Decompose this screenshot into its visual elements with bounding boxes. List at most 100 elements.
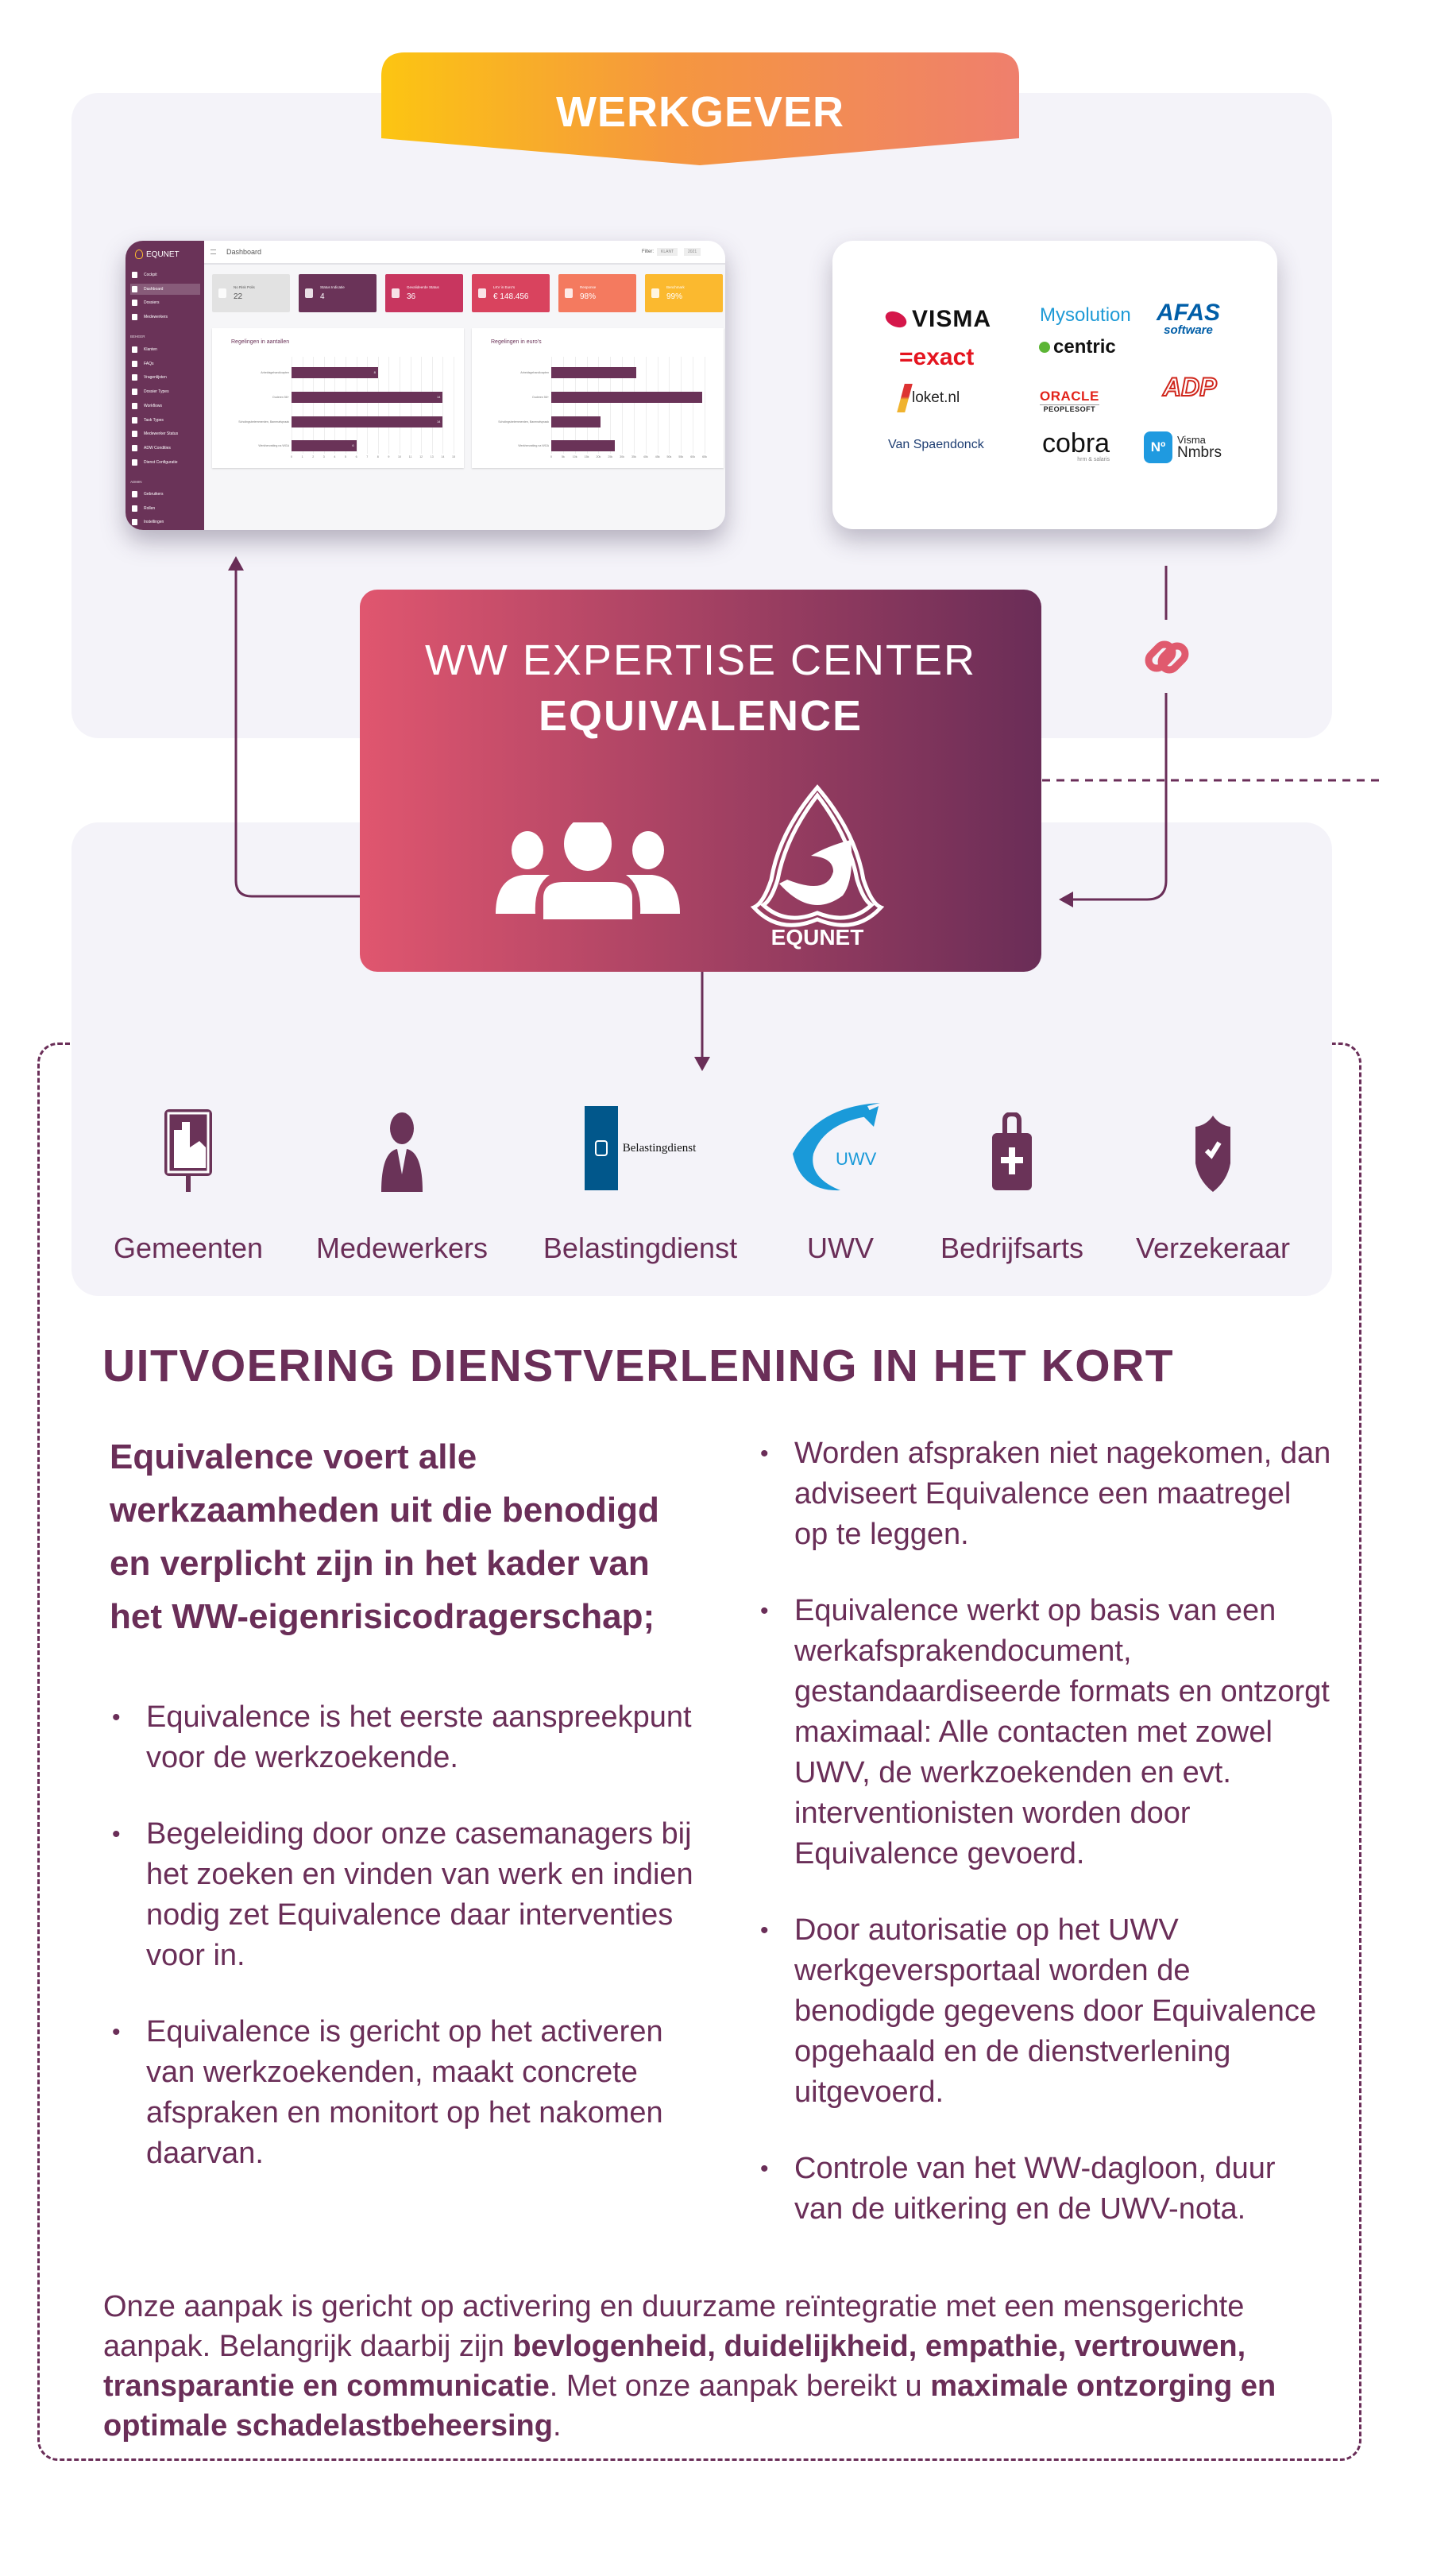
chart-tick-label: 35k bbox=[631, 455, 636, 458]
chart-gridline bbox=[313, 357, 315, 454]
kpi-label: Benchmark bbox=[666, 285, 685, 289]
chart-bar: 8 bbox=[292, 367, 378, 378]
filter-label: Filter: bbox=[642, 250, 654, 254]
medical-kit-icon bbox=[992, 1112, 1032, 1190]
sidebar-item-dashboard[interactable]: Dashboard bbox=[130, 283, 200, 295]
menu-icon bbox=[132, 505, 137, 512]
chart-bar: 14 bbox=[292, 416, 443, 427]
arrow-left-icon bbox=[1059, 892, 1073, 907]
chart-bar: 6 bbox=[292, 440, 357, 451]
menu-icon bbox=[132, 402, 137, 409]
chart-tick-label: 2 bbox=[312, 455, 315, 458]
menu-icon bbox=[132, 416, 137, 424]
expertise-center-name: EQUIVALENCE bbox=[538, 692, 863, 740]
chart-category-label: Arbeidsgehandicapten bbox=[261, 371, 289, 374]
kpi-icon bbox=[565, 288, 573, 298]
chart-gridline bbox=[610, 357, 612, 454]
sidebar-item-label: Workflows bbox=[144, 403, 162, 408]
chart-tick-label: 30k bbox=[620, 455, 624, 458]
sidebar-item-medewerker-status[interactable]: Medewerker Status bbox=[130, 428, 200, 439]
stakeholder-uwv: UWV UWV bbox=[737, 1103, 944, 1265]
chart-gridline bbox=[367, 357, 369, 454]
dashboard-title: Dashboard bbox=[226, 248, 262, 256]
belastingdienst-logo-icon bbox=[584, 1106, 618, 1190]
equnet-logo-text: EQUNET bbox=[770, 925, 864, 950]
sidebar-item-dienst-configuratie[interactable]: Dienst Configuratie bbox=[130, 457, 200, 468]
chart-tick-label: 25k bbox=[608, 455, 613, 458]
hamburger-icon[interactable] bbox=[210, 250, 216, 254]
arrow-down-icon bbox=[694, 1057, 710, 1071]
chart-tick-label: 15k bbox=[584, 455, 589, 458]
menu-icon bbox=[132, 491, 137, 497]
logo-centric: centric bbox=[1039, 336, 1116, 358]
sidebar-section-admin: ADMIN bbox=[130, 480, 142, 484]
chart-tick-label: 50k bbox=[666, 455, 672, 458]
visma-swoosh-icon bbox=[882, 308, 910, 331]
sidebar-item-klanten[interactable]: Klanten bbox=[130, 344, 200, 355]
sidebar-item-rollen[interactable]: Rollen bbox=[130, 503, 200, 514]
closing-paragraph: Onze aanpak is gericht op activering en … bbox=[103, 2290, 1276, 2443]
chart-gridline bbox=[421, 357, 423, 454]
chart-gridline bbox=[334, 357, 336, 454]
sidebar-item-cockpit[interactable]: Cockpit bbox=[130, 269, 200, 280]
chart-tick-label: 7 bbox=[366, 455, 369, 458]
chart-bar bbox=[551, 440, 616, 451]
bullet-item: Equivalence werkt op basis van een werka… bbox=[760, 1591, 1332, 1874]
filter-year[interactable]: 2021 bbox=[684, 248, 701, 256]
kpi-icon bbox=[651, 288, 659, 298]
chart-category-label: Werkhervatting na WGA bbox=[258, 444, 289, 447]
bullet-item: Equivalence is het eerste aanspreekpunt … bbox=[112, 1697, 700, 1778]
sidebar-item-label: Medewerker Status bbox=[144, 431, 179, 437]
chart-tick-label: 65k bbox=[702, 455, 707, 458]
sidebar-item-vragenlijsten[interactable]: Vragenlijsten bbox=[130, 372, 200, 383]
chart-tick-label: 5k bbox=[561, 455, 565, 458]
sidebar-item-label: Instellingen bbox=[144, 520, 164, 525]
kpi-label: Gevalideerde Status bbox=[407, 285, 439, 289]
menu-icon bbox=[132, 272, 137, 278]
bullet-item: Begeleiding door onze casemanagers bij h… bbox=[112, 1814, 700, 1976]
sidebar-item-gebruikers[interactable]: Gebruikers bbox=[130, 489, 200, 500]
kpi-label: Response bbox=[580, 285, 597, 289]
chart-gridline bbox=[669, 357, 670, 454]
chart-tick-label: 6 bbox=[355, 455, 357, 458]
sidebar-item-medewerkers[interactable]: Medewerkers bbox=[130, 311, 200, 323]
centric-dot-icon bbox=[1039, 342, 1050, 353]
stakeholder-label: Gemeenten bbox=[113, 1232, 264, 1264]
sidebar-item-label: Rollen bbox=[144, 505, 156, 511]
sidebar-item-instellingen[interactable]: Instellingen bbox=[130, 516, 200, 528]
chart-tick-label: 13 bbox=[430, 455, 434, 458]
sidebar-item-dossiers[interactable]: Dossiers bbox=[130, 297, 200, 308]
loket-mark-icon bbox=[897, 384, 913, 412]
sidebar-item-label: Gebruikers bbox=[144, 492, 164, 497]
stakeholder-bedrijfsarts: Bedrijfsarts bbox=[909, 1104, 1115, 1265]
menu-icon bbox=[132, 431, 137, 438]
chart-tick-label: 20k bbox=[596, 455, 601, 458]
sidebar-item-workflows[interactable]: Workflows bbox=[130, 400, 200, 412]
connector-lines bbox=[228, 556, 1382, 1071]
team-icon bbox=[496, 822, 680, 919]
chart-tick-label: 45k bbox=[655, 455, 660, 458]
chart-bar bbox=[551, 392, 703, 403]
logo-exact: =exact bbox=[899, 344, 975, 370]
sidebar-item-faqs[interactable]: FAQs bbox=[130, 358, 200, 369]
chart-tick-label: 15 bbox=[452, 455, 455, 458]
stakeholder-medewerkers: Medewerkers bbox=[299, 1104, 505, 1265]
expertise-center-title: WW EXPERTISE CENTER bbox=[424, 636, 977, 684]
chart-title: Regelingen in aantallen bbox=[231, 339, 290, 345]
chart-gridline bbox=[598, 357, 600, 454]
sidebar-item-task-types[interactable]: Task Types bbox=[130, 415, 200, 426]
menu-icon bbox=[132, 346, 137, 353]
kpi-card: LKV in Euro's€ 148.456 bbox=[472, 274, 550, 312]
filter-client[interactable]: KLANT bbox=[657, 248, 678, 256]
chart-tick-label: 40k bbox=[643, 455, 648, 458]
chart-tick-label: 3 bbox=[322, 455, 325, 458]
dashboard-header: Dashboard Filter: KLANT 2021 bbox=[204, 241, 725, 265]
bullet-item: Equivalence is gericht op het activeren … bbox=[112, 2012, 700, 2174]
left-bullet-list: Equivalence is het eerste aanspreekpunt … bbox=[112, 1697, 700, 2174]
sidebar-item-dossier-types[interactable]: Dossier Types bbox=[130, 386, 200, 397]
sidebar-item-adw-condities[interactable]: ADW Condities bbox=[130, 443, 200, 454]
